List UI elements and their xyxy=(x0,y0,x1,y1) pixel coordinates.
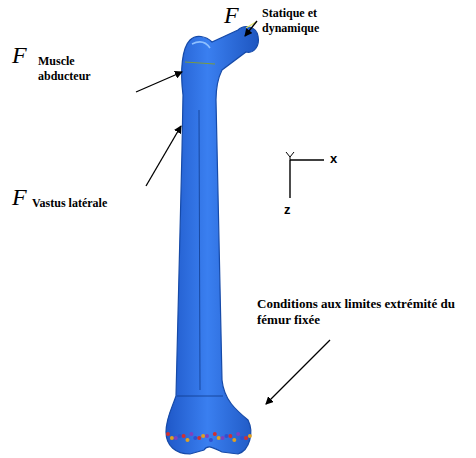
axis-label: x xyxy=(330,151,337,167)
boundary-marker xyxy=(209,438,213,442)
boundary-marker xyxy=(217,436,221,440)
boundary-marker xyxy=(221,436,225,440)
boundary-note: Conditions aux limites extrémité du fému… xyxy=(257,296,467,329)
boundary-marker xyxy=(248,434,252,438)
boundary-marker xyxy=(240,436,244,440)
boundary-marker xyxy=(166,432,170,436)
boundary-marker xyxy=(225,434,229,438)
boundary-marker xyxy=(182,434,186,438)
boundary-marker xyxy=(178,434,182,438)
boundary-marker xyxy=(189,432,193,436)
boundary-marker xyxy=(228,434,232,438)
force-label: Statique et dynamique xyxy=(262,6,362,36)
boundary-marker xyxy=(244,436,248,440)
boundary-marker xyxy=(170,436,174,440)
boundary-marker xyxy=(186,438,190,442)
boundary-marker xyxy=(236,432,240,436)
force-label: Vastus latérale xyxy=(32,196,107,211)
boundary-marker xyxy=(201,434,205,438)
force-symbol: F xyxy=(12,40,27,70)
boundary-marker xyxy=(205,434,209,438)
force-symbol: F xyxy=(12,182,27,212)
boundary-marker xyxy=(197,436,201,440)
force-symbol: F xyxy=(224,0,239,30)
boundary-marker xyxy=(174,436,178,440)
force-label: Muscle abducteur xyxy=(38,54,124,84)
axis-label: z xyxy=(284,202,291,218)
boundary-marker xyxy=(232,438,236,442)
boundary-marker xyxy=(213,432,217,436)
boundary-marker xyxy=(193,436,197,440)
